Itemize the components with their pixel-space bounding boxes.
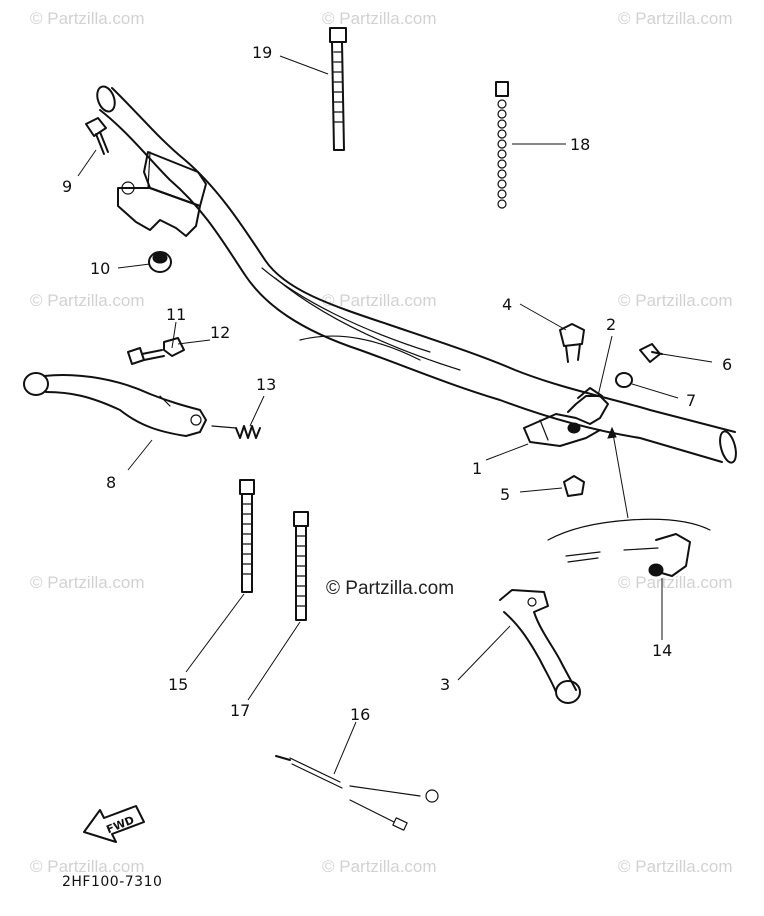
callout-labels: 19 18 9 10 11 12 13 8 4 2 6 7 1 5 14 15 … (62, 43, 732, 724)
watermark: © Partzilla.com (322, 9, 437, 28)
part-17-cable-tie (293, 511, 309, 621)
part-9-bolt (85, 117, 109, 155)
callout-4: 4 (502, 295, 512, 314)
callout-11: 11 (166, 305, 186, 324)
center-watermark: © Partzilla.com (326, 578, 454, 599)
callout-13: 13 (256, 375, 276, 394)
part-19-cable-tie (329, 27, 347, 151)
part-2-bracket (577, 387, 603, 399)
part-12-nut (163, 337, 185, 357)
callout-3: 3 (440, 675, 450, 694)
part-8-clutch-lever (23, 372, 207, 437)
part-1-lever-holder (523, 395, 609, 447)
part-6-bolt (639, 343, 663, 363)
callout-18: 18 (570, 135, 590, 154)
callout-17: 17 (230, 701, 250, 720)
callout-14: 14 (652, 641, 672, 660)
watermark: © Partzilla.com (618, 857, 733, 876)
callout-19: 19 (252, 43, 272, 62)
part-14-detail-inset (547, 426, 711, 577)
part-11-bolt (127, 347, 165, 365)
watermark: © Partzilla.com (322, 291, 437, 310)
part-16-lead-wire (275, 755, 439, 831)
part-4-bolt (559, 323, 585, 363)
callout-8: 8 (106, 473, 116, 492)
part-5-nut (563, 475, 585, 497)
watermark: © Partzilla.com (618, 291, 733, 310)
part-10-nut (148, 251, 172, 273)
callout-7: 7 (686, 391, 696, 410)
handlebar-holder (117, 151, 207, 237)
callout-16: 16 (350, 705, 370, 724)
callout-6: 6 (722, 355, 732, 374)
leader-lines (77, 55, 713, 775)
callout-15: 15 (168, 675, 188, 694)
part-7-nut (615, 372, 633, 388)
callout-10: 10 (90, 259, 110, 278)
watermark: © Partzilla.com (30, 573, 145, 592)
part-15-cable-tie (239, 479, 255, 593)
callout-2: 2 (606, 315, 616, 334)
part-18-bead-tie (495, 81, 509, 209)
watermark: © Partzilla.com (30, 291, 145, 310)
callout-1: 1 (472, 459, 482, 478)
part-3-brake-lever (499, 589, 581, 704)
watermark-layer: © Partzilla.com © Partzilla.com © Partzi… (30, 9, 733, 876)
watermark: © Partzilla.com (322, 857, 437, 876)
part-13-spring (211, 425, 261, 439)
watermark: © Partzilla.com (618, 9, 733, 28)
fwd-arrow-icon: FWD (83, 805, 145, 843)
watermark: © Partzilla.com (30, 857, 145, 876)
watermark: © Partzilla.com (618, 573, 733, 592)
callout-9: 9 (62, 177, 72, 196)
drawing-code: 2HF100-7310 (62, 874, 162, 890)
handlebar (96, 85, 737, 464)
watermark: © Partzilla.com (30, 9, 145, 28)
callout-12: 12 (210, 323, 230, 342)
callout-5: 5 (500, 485, 510, 504)
